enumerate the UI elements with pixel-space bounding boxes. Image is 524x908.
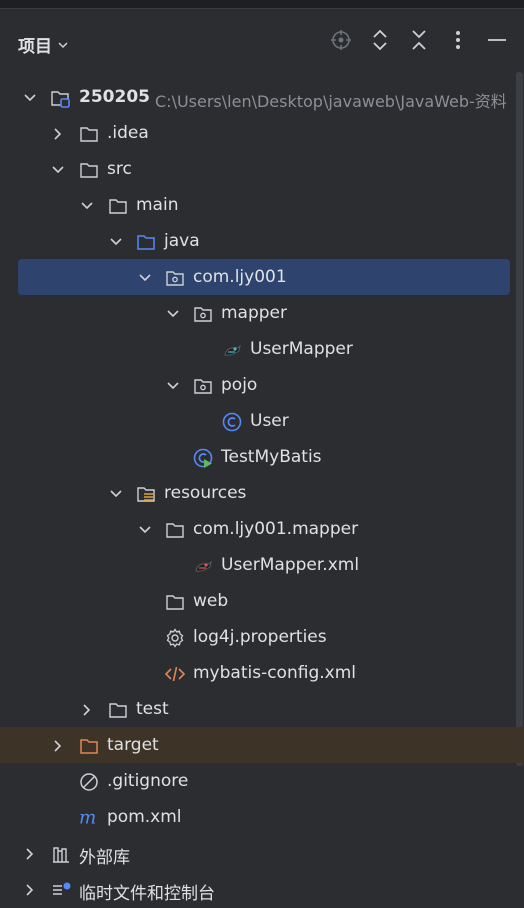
gear-icon — [166, 628, 184, 648]
mybatis-mapper-icon — [224, 344, 241, 356]
chevron-down-icon[interactable] — [23, 91, 37, 105]
tree-row-main[interactable]: main — [0, 188, 524, 224]
tree-label: resources — [164, 483, 247, 503]
tree-label: log4j.properties — [193, 627, 327, 647]
tree-label: TestMyBatis — [221, 447, 322, 467]
tree-label: pom.xml — [107, 807, 182, 827]
tree-row-test[interactable]: test — [0, 692, 524, 728]
tree-label: target — [107, 735, 159, 755]
folder-icon — [80, 127, 98, 142]
collapse-all-icon[interactable] — [407, 28, 431, 52]
runnable-class-icon — [193, 448, 213, 468]
tree-row-usermapper-xml[interactable]: UserMapper.xml — [0, 548, 524, 584]
chevron-down-icon[interactable] — [138, 271, 152, 285]
folder-icon — [109, 199, 127, 214]
tree-row-pom[interactable]: m pom.xml — [0, 800, 524, 836]
tree-row-target[interactable]: target — [0, 728, 524, 764]
tree-label: UserMapper — [250, 339, 353, 359]
panel-title-dropdown[interactable]: 项目 — [18, 32, 68, 57]
tree-row-java[interactable]: java — [0, 224, 524, 260]
tree-label: java — [164, 231, 200, 251]
tree-label: UserMapper.xml — [221, 555, 360, 575]
ignore-file-icon — [80, 773, 98, 791]
tree-label: 外部库 — [79, 848, 130, 868]
tree-label: com.ljy001.mapper — [193, 519, 359, 539]
chevron-right-icon[interactable] — [23, 883, 37, 897]
tree-row-external-libraries[interactable]: 外部库 — [0, 836, 524, 872]
source-folder-icon — [137, 235, 155, 250]
java-class-icon — [222, 412, 242, 432]
tree-label: User — [250, 411, 289, 431]
maven-icon: m — [79, 808, 96, 828]
tree-row-user[interactable]: User — [0, 404, 524, 440]
tree-label: pojo — [221, 375, 258, 395]
chevron-down-icon[interactable] — [80, 199, 94, 213]
root-label: 250205 — [79, 87, 150, 107]
scratches-icon — [53, 882, 71, 895]
tree-row-root[interactable]: 250205 C:\Users\len\Desktop\javaweb\Java… — [0, 80, 524, 116]
excluded-folder-icon — [80, 739, 98, 754]
chevron-down-icon[interactable] — [138, 523, 152, 537]
tree-label: main — [136, 195, 179, 215]
tree-row-scratches[interactable]: 临时文件和控制台 — [0, 872, 524, 908]
tree-row-resources[interactable]: resources — [0, 476, 524, 512]
tree-label: mybatis-config.xml — [193, 663, 356, 683]
excluded-folder-highlight — [0, 727, 524, 763]
tree-row-package[interactable]: com.ljy001 — [0, 260, 524, 296]
tree-label: mapper — [221, 303, 288, 323]
chevron-down-icon[interactable] — [166, 379, 180, 393]
chevron-down-icon — [58, 41, 68, 48]
window-top-edge — [0, 0, 524, 9]
chevron-down-icon[interactable] — [51, 163, 65, 177]
expand-all-icon[interactable] — [368, 28, 392, 52]
project-panel-header: 项目 — [0, 8, 524, 70]
root-path: C:\Users\len\Desktop\javaweb\JavaWeb-资料 — [155, 92, 507, 111]
svg-text:m: m — [79, 808, 96, 828]
library-icon — [53, 847, 69, 863]
chevron-down-icon[interactable] — [109, 235, 123, 249]
minimize-icon[interactable] — [485, 28, 509, 52]
tree-row-resource-package[interactable]: com.ljy001.mapper — [0, 512, 524, 548]
tree-label: 临时文件和控制台 — [79, 884, 215, 904]
tree-label: .idea — [107, 123, 149, 143]
tree-row-idea[interactable]: .idea — [0, 116, 524, 152]
tree-row-testmybatis[interactable]: TestMyBatis — [0, 440, 524, 476]
selection-highlight — [18, 259, 510, 295]
scrollbar[interactable] — [516, 72, 523, 766]
resources-folder-icon — [137, 487, 155, 502]
more-options-icon[interactable] — [446, 28, 470, 52]
tree-row-mybatis-config[interactable]: mybatis-config.xml — [0, 656, 524, 692]
mybatis-xml-icon — [195, 560, 212, 572]
folder-icon — [166, 523, 184, 538]
package-icon — [194, 307, 212, 322]
tree-row-web[interactable]: web — [0, 584, 524, 620]
tree-label: com.ljy001 — [193, 267, 287, 287]
xml-file-icon — [165, 666, 185, 682]
module-folder-icon — [51, 91, 70, 108]
tree-row-pojo[interactable]: pojo — [0, 368, 524, 404]
chevron-right-icon[interactable] — [80, 703, 94, 717]
package-icon — [194, 379, 212, 394]
folder-icon — [80, 163, 98, 178]
chevron-right-icon[interactable] — [51, 739, 65, 753]
folder-icon — [109, 703, 127, 718]
chevron-down-icon[interactable] — [109, 487, 123, 501]
tree-row-usermapper[interactable]: UserMapper — [0, 332, 524, 368]
tree-label: web — [193, 591, 229, 611]
chevron-right-icon[interactable] — [51, 127, 65, 141]
chevron-down-icon[interactable] — [166, 307, 180, 321]
chevron-right-icon[interactable] — [23, 847, 37, 861]
folder-icon — [166, 595, 184, 610]
tree-row-src[interactable]: src — [0, 152, 524, 188]
tree-row-log4j[interactable]: log4j.properties — [0, 620, 524, 656]
package-icon — [166, 271, 184, 286]
tree-row-mapper[interactable]: mapper — [0, 296, 524, 332]
tree-row-gitignore[interactable]: .gitignore — [0, 764, 524, 800]
tree-label: test — [136, 699, 169, 719]
locate-icon[interactable] — [329, 28, 353, 52]
panel-title: 项目 — [18, 37, 52, 57]
tree-label: src — [107, 159, 132, 179]
tree-label: .gitignore — [107, 771, 189, 791]
